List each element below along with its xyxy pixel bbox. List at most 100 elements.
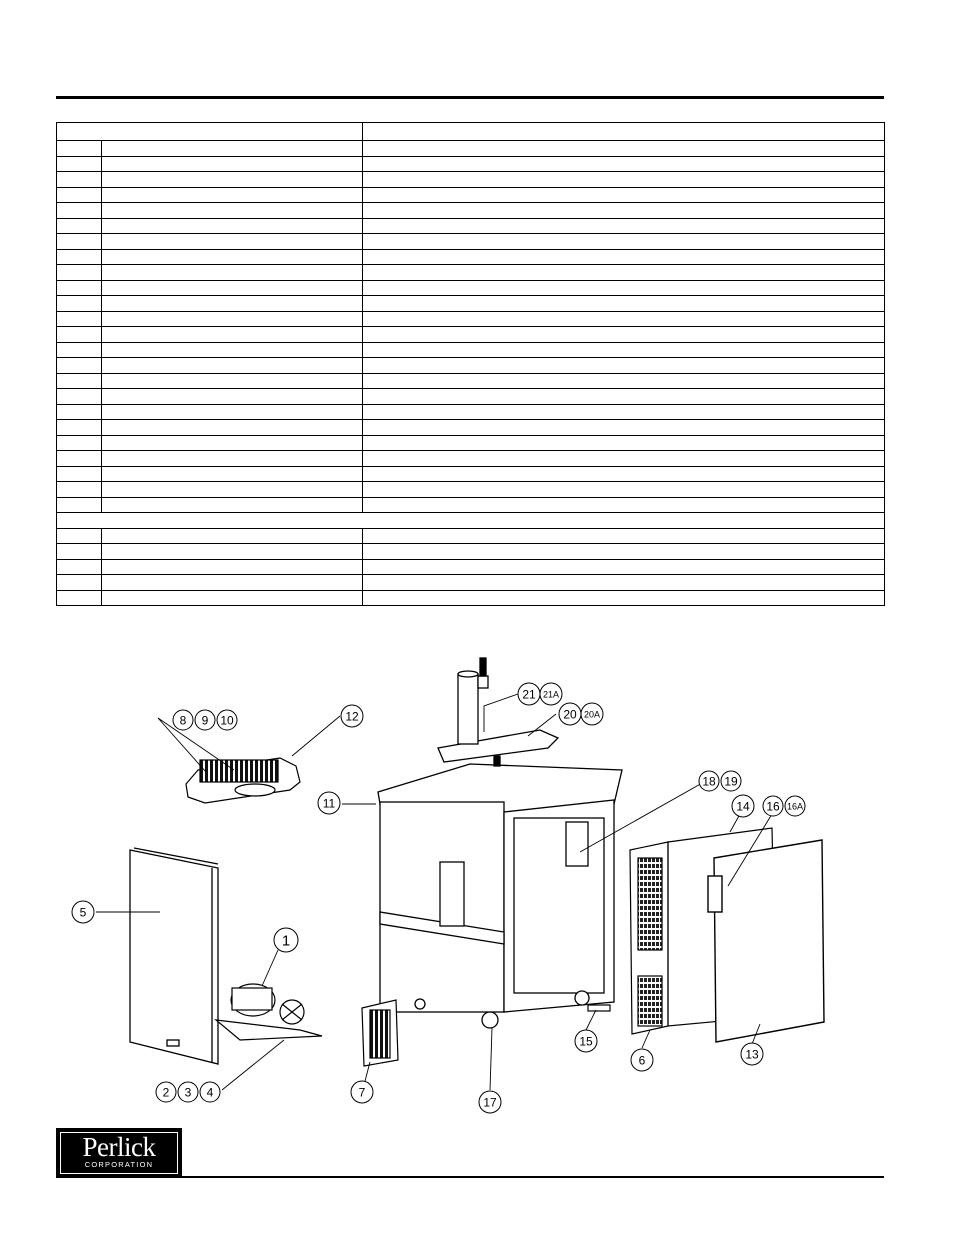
table-cell (362, 202, 885, 219)
svg-text:13: 13 (745, 1048, 759, 1062)
table-cell (362, 217, 885, 234)
table-cell (362, 248, 885, 265)
table-cell (362, 357, 885, 374)
table-cell (362, 233, 885, 250)
table-cell (56, 496, 102, 513)
table-header-row (56, 122, 885, 141)
table-cell (56, 171, 102, 188)
table-row (56, 481, 885, 498)
callout-13: 13 (740, 1042, 764, 1066)
table-row (56, 155, 885, 172)
logo-border (60, 1132, 178, 1174)
table-cell (101, 481, 363, 498)
table-cell (101, 202, 363, 219)
table-cell (56, 543, 102, 560)
table-row (56, 558, 885, 575)
table-row (56, 589, 885, 606)
table-cell (56, 589, 102, 606)
parts-list-table (56, 122, 885, 606)
callout-1: 1 (273, 927, 299, 953)
table-cell (362, 589, 885, 606)
callout-4: 4 (199, 1081, 221, 1103)
table-cell (362, 140, 885, 157)
table-row (56, 248, 885, 265)
table-cell (101, 186, 363, 203)
table-row (56, 341, 885, 358)
svg-text:14: 14 (736, 800, 750, 814)
table-row (56, 264, 885, 281)
table-cell (101, 434, 363, 451)
table-cell (56, 217, 102, 234)
table-cell (101, 558, 363, 575)
table-row (56, 574, 885, 591)
callout-21: 21 (517, 682, 541, 706)
table-cell (56, 155, 102, 172)
door (707, 839, 825, 1043)
table-cell (101, 388, 363, 405)
table-cell (56, 558, 102, 575)
table-cell (362, 574, 885, 591)
side-panel (129, 847, 219, 1065)
table-cell (101, 589, 363, 606)
table-cell (101, 450, 363, 467)
table-cell (362, 465, 885, 482)
table-cell (101, 233, 363, 250)
callout-14: 14 (731, 794, 755, 818)
table-header-cell (56, 122, 363, 141)
table-row (56, 217, 885, 234)
callout-8: 8 (172, 709, 194, 731)
callout-19: 19 (720, 770, 742, 792)
table-cell (101, 279, 363, 296)
table-cell (101, 357, 363, 374)
table-cell (56, 233, 102, 250)
table-row (56, 496, 885, 513)
condenser-assembly (185, 757, 301, 804)
table-cell (56, 481, 102, 498)
callout-3: 3 (177, 1081, 199, 1103)
table-cell (56, 512, 885, 529)
table-cell (56, 341, 102, 358)
table-row (56, 543, 885, 560)
svg-text:16: 16 (766, 800, 780, 814)
table-cell (362, 558, 885, 575)
callout-12: 12 (340, 704, 364, 728)
table-cell (101, 217, 363, 234)
table-row (56, 279, 885, 296)
table-row (56, 233, 885, 250)
svg-text:5: 5 (80, 906, 87, 920)
callout-15: 15 (574, 1029, 598, 1053)
svg-text:9: 9 (202, 714, 209, 728)
callout-17: 17 (478, 1090, 502, 1114)
svg-text:10: 10 (220, 714, 234, 728)
svg-text:21A: 21A (543, 690, 559, 700)
logo-brand: Perlick (82, 1132, 156, 1162)
callout-5: 5 (71, 900, 95, 924)
table-row (56, 403, 885, 420)
table-cell (101, 248, 363, 265)
svg-text:18: 18 (702, 775, 716, 789)
table-cell (56, 140, 102, 157)
table-cell (101, 171, 363, 188)
table-row (56, 419, 885, 436)
callout-18: 18 (698, 770, 720, 792)
table-row (56, 186, 885, 203)
table-cell (56, 450, 102, 467)
table-cell (101, 310, 363, 327)
svg-text:12: 12 (345, 710, 359, 724)
svg-text:8: 8 (180, 714, 187, 728)
callout-2: 2 (155, 1081, 177, 1103)
svg-text:7: 7 (359, 1086, 366, 1100)
svg-text:2: 2 (163, 1086, 170, 1100)
svg-text:16A: 16A (787, 802, 803, 812)
callout-10: 10 (216, 709, 238, 731)
hinge-bracket (587, 1004, 611, 1012)
svg-text:19: 19 (724, 775, 738, 789)
table-cell (56, 357, 102, 374)
callout-16: 16 (762, 795, 784, 817)
table-cell (56, 388, 102, 405)
table-cell (362, 527, 885, 544)
compressor-assembly (214, 983, 323, 1041)
svg-text:20: 20 (563, 708, 577, 722)
table-cell (101, 372, 363, 389)
footer-rule (56, 1176, 884, 1178)
